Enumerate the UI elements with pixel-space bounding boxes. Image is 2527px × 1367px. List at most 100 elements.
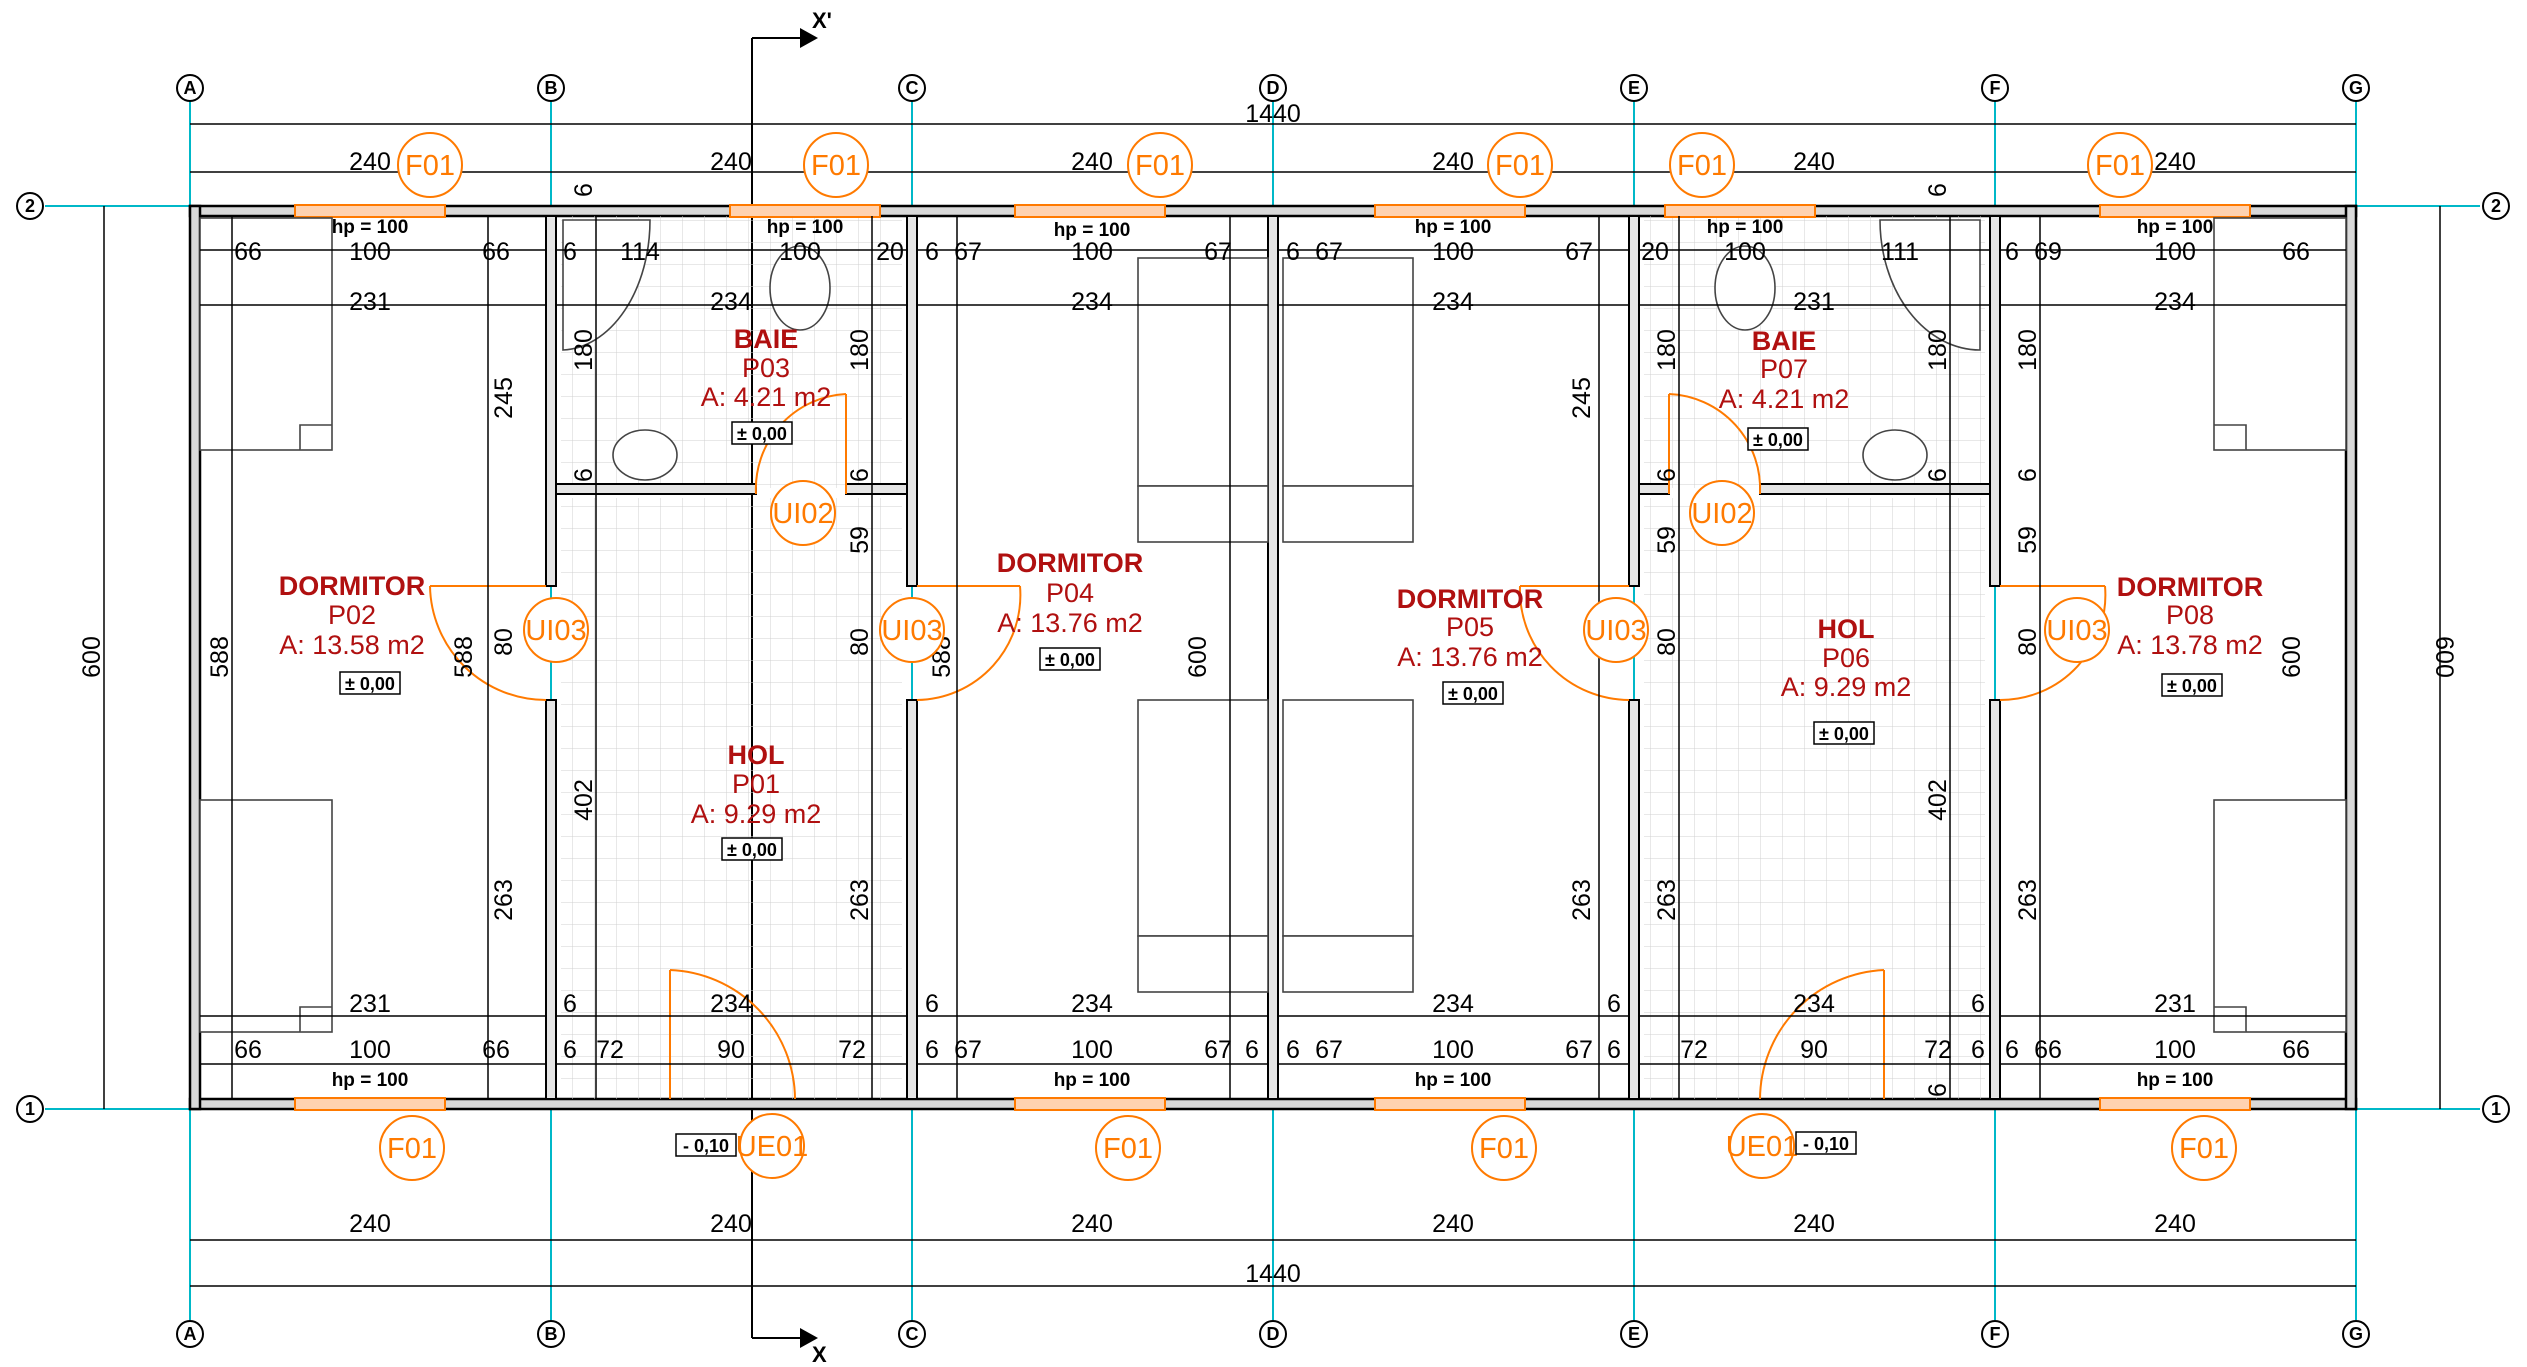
interior-walls: [545, 215, 2001, 1100]
door-tag: UI02: [770, 480, 836, 546]
door-tag: UI03: [879, 597, 945, 663]
dim-text: 6: [1653, 468, 1681, 482]
axis-bubble: E: [1620, 74, 1648, 102]
dim-overall-bottom: 1440: [1245, 1260, 1301, 1288]
axis-bubble: A: [176, 74, 204, 102]
dim-text: 100: [1071, 1036, 1113, 1064]
axis-bubble: 1: [2482, 1095, 2510, 1123]
window-tag-label: F01: [1135, 150, 1185, 182]
door-tag: UI03: [2044, 597, 2110, 663]
dim-text: 6: [1971, 1036, 1985, 1064]
window-height-label: hp = 100: [1054, 220, 1131, 241]
level-text: ± 0,00: [1045, 650, 1095, 670]
door-tag-label: UI02: [772, 498, 833, 530]
room-code: P04: [1046, 578, 1094, 608]
window-height-label: hp = 100: [1415, 1070, 1492, 1091]
axis-bubble: G: [2342, 74, 2370, 102]
window-tag-label: F01: [1479, 1133, 1529, 1165]
door-tag: UE01: [736, 1113, 809, 1179]
axis-label: G: [2349, 78, 2363, 98]
dim-text: 100: [779, 238, 821, 266]
dim-text: 66: [2282, 1036, 2310, 1064]
room-code: P03: [742, 353, 790, 383]
window-tag: F01: [1095, 1115, 1161, 1181]
window-tag: F01: [1471, 1115, 1537, 1181]
axis-label: A: [184, 1324, 197, 1344]
window-tag: F01: [379, 1115, 445, 1181]
door-tag: UI03: [523, 597, 589, 663]
dim-text: 67: [1204, 1036, 1232, 1064]
room-area: A: 13.76 m2: [1397, 642, 1543, 672]
dim-text: 402: [1924, 779, 1952, 821]
dim-text: 234: [1071, 990, 1113, 1018]
axis-label: B: [545, 1324, 558, 1344]
room-label-p07: BAIE P07 A: 4.21 m2: [1719, 326, 1850, 414]
dim-bottom-seg: 240: [2154, 1210, 2196, 1238]
dim-bottom-seg: 240: [710, 1210, 752, 1238]
level-marker: ± 0,00: [1442, 681, 1504, 705]
dim-text: 66: [234, 238, 262, 266]
dim-text: 6: [563, 990, 577, 1018]
axis-bubble: F: [1981, 74, 2009, 102]
dim-text: 588: [450, 636, 478, 678]
dim-text: 67: [1565, 1036, 1593, 1064]
dim-text: 234: [1793, 990, 1835, 1018]
dim-text: 180: [846, 329, 874, 371]
room-name: DORMITOR: [279, 571, 426, 601]
window-tag-label: F01: [387, 1133, 437, 1165]
level-marker: ± 0,00: [2161, 673, 2223, 697]
door-tag: UI02: [1689, 480, 1755, 546]
dim-text: 6: [563, 1036, 577, 1064]
dim-text: 67: [1565, 238, 1593, 266]
door-tag-label: UE01: [1726, 1131, 1799, 1163]
door-tag-label: UI03: [525, 615, 586, 647]
dim-text: 90: [717, 1036, 745, 1064]
dim-text: 6: [2005, 238, 2019, 266]
axis-label: 2: [25, 196, 35, 216]
axis-label: F: [1990, 1324, 2001, 1344]
room-area: A: 4.21 m2: [1719, 384, 1850, 414]
dim-text: 263: [490, 879, 518, 921]
dim-text: 100: [2154, 1036, 2196, 1064]
axis-label: D: [1267, 78, 1280, 98]
room-name: DORMITOR: [1397, 584, 1544, 614]
axis-label: 1: [25, 1099, 35, 1119]
dim-text: 67: [954, 238, 982, 266]
room-name: DORMITOR: [2117, 572, 2264, 602]
dim-text: 263: [2014, 879, 2042, 921]
window-tag: F01: [1669, 132, 1735, 198]
room-name: BAIE: [734, 324, 799, 354]
dim-overall-left: 600: [78, 636, 106, 678]
room-area: A: 9.29 m2: [1781, 672, 1912, 702]
room-code: P08: [2166, 600, 2214, 630]
door-tag: UE01: [1726, 1113, 1799, 1179]
axis-label: G: [2349, 1324, 2363, 1344]
dim-text: 72: [1680, 1036, 1708, 1064]
dim-text: 6: [925, 990, 939, 1018]
dim-text: 66: [482, 238, 510, 266]
dim-text: 245: [1568, 377, 1596, 419]
axis-label: D: [1267, 1324, 1280, 1344]
door-tag: UI03: [1583, 597, 1649, 663]
section-label-bottom: X: [812, 1342, 827, 1367]
window-tag-label: F01: [405, 150, 455, 182]
room-area: A: 13.76 m2: [997, 608, 1143, 638]
dim-text: 263: [1568, 879, 1596, 921]
dim-text: 6: [570, 468, 598, 482]
room-label-p01: HOL P01 A: 9.29 m2: [691, 740, 822, 829]
dim-text: 6: [1286, 1036, 1300, 1064]
dim-text: 59: [846, 526, 874, 554]
room-area: A: 13.58 m2: [279, 630, 425, 660]
window-tag-label: F01: [1677, 150, 1727, 182]
level-marker: ± 0,00: [1747, 427, 1809, 451]
window-tag: F01: [397, 132, 463, 198]
dim-text: 180: [570, 329, 598, 371]
dim-text: 6: [2005, 1036, 2019, 1064]
door-tag-label: UE01: [736, 1131, 809, 1163]
window-height-label: hp = 100: [1707, 217, 1784, 238]
window-tag: F01: [803, 132, 869, 198]
door-tag-label: UI03: [2046, 615, 2107, 647]
dim-bottom-seg: 240: [1071, 1210, 1113, 1238]
axis-bubble: C: [898, 1320, 926, 1348]
dim-text: 180: [1653, 329, 1681, 371]
